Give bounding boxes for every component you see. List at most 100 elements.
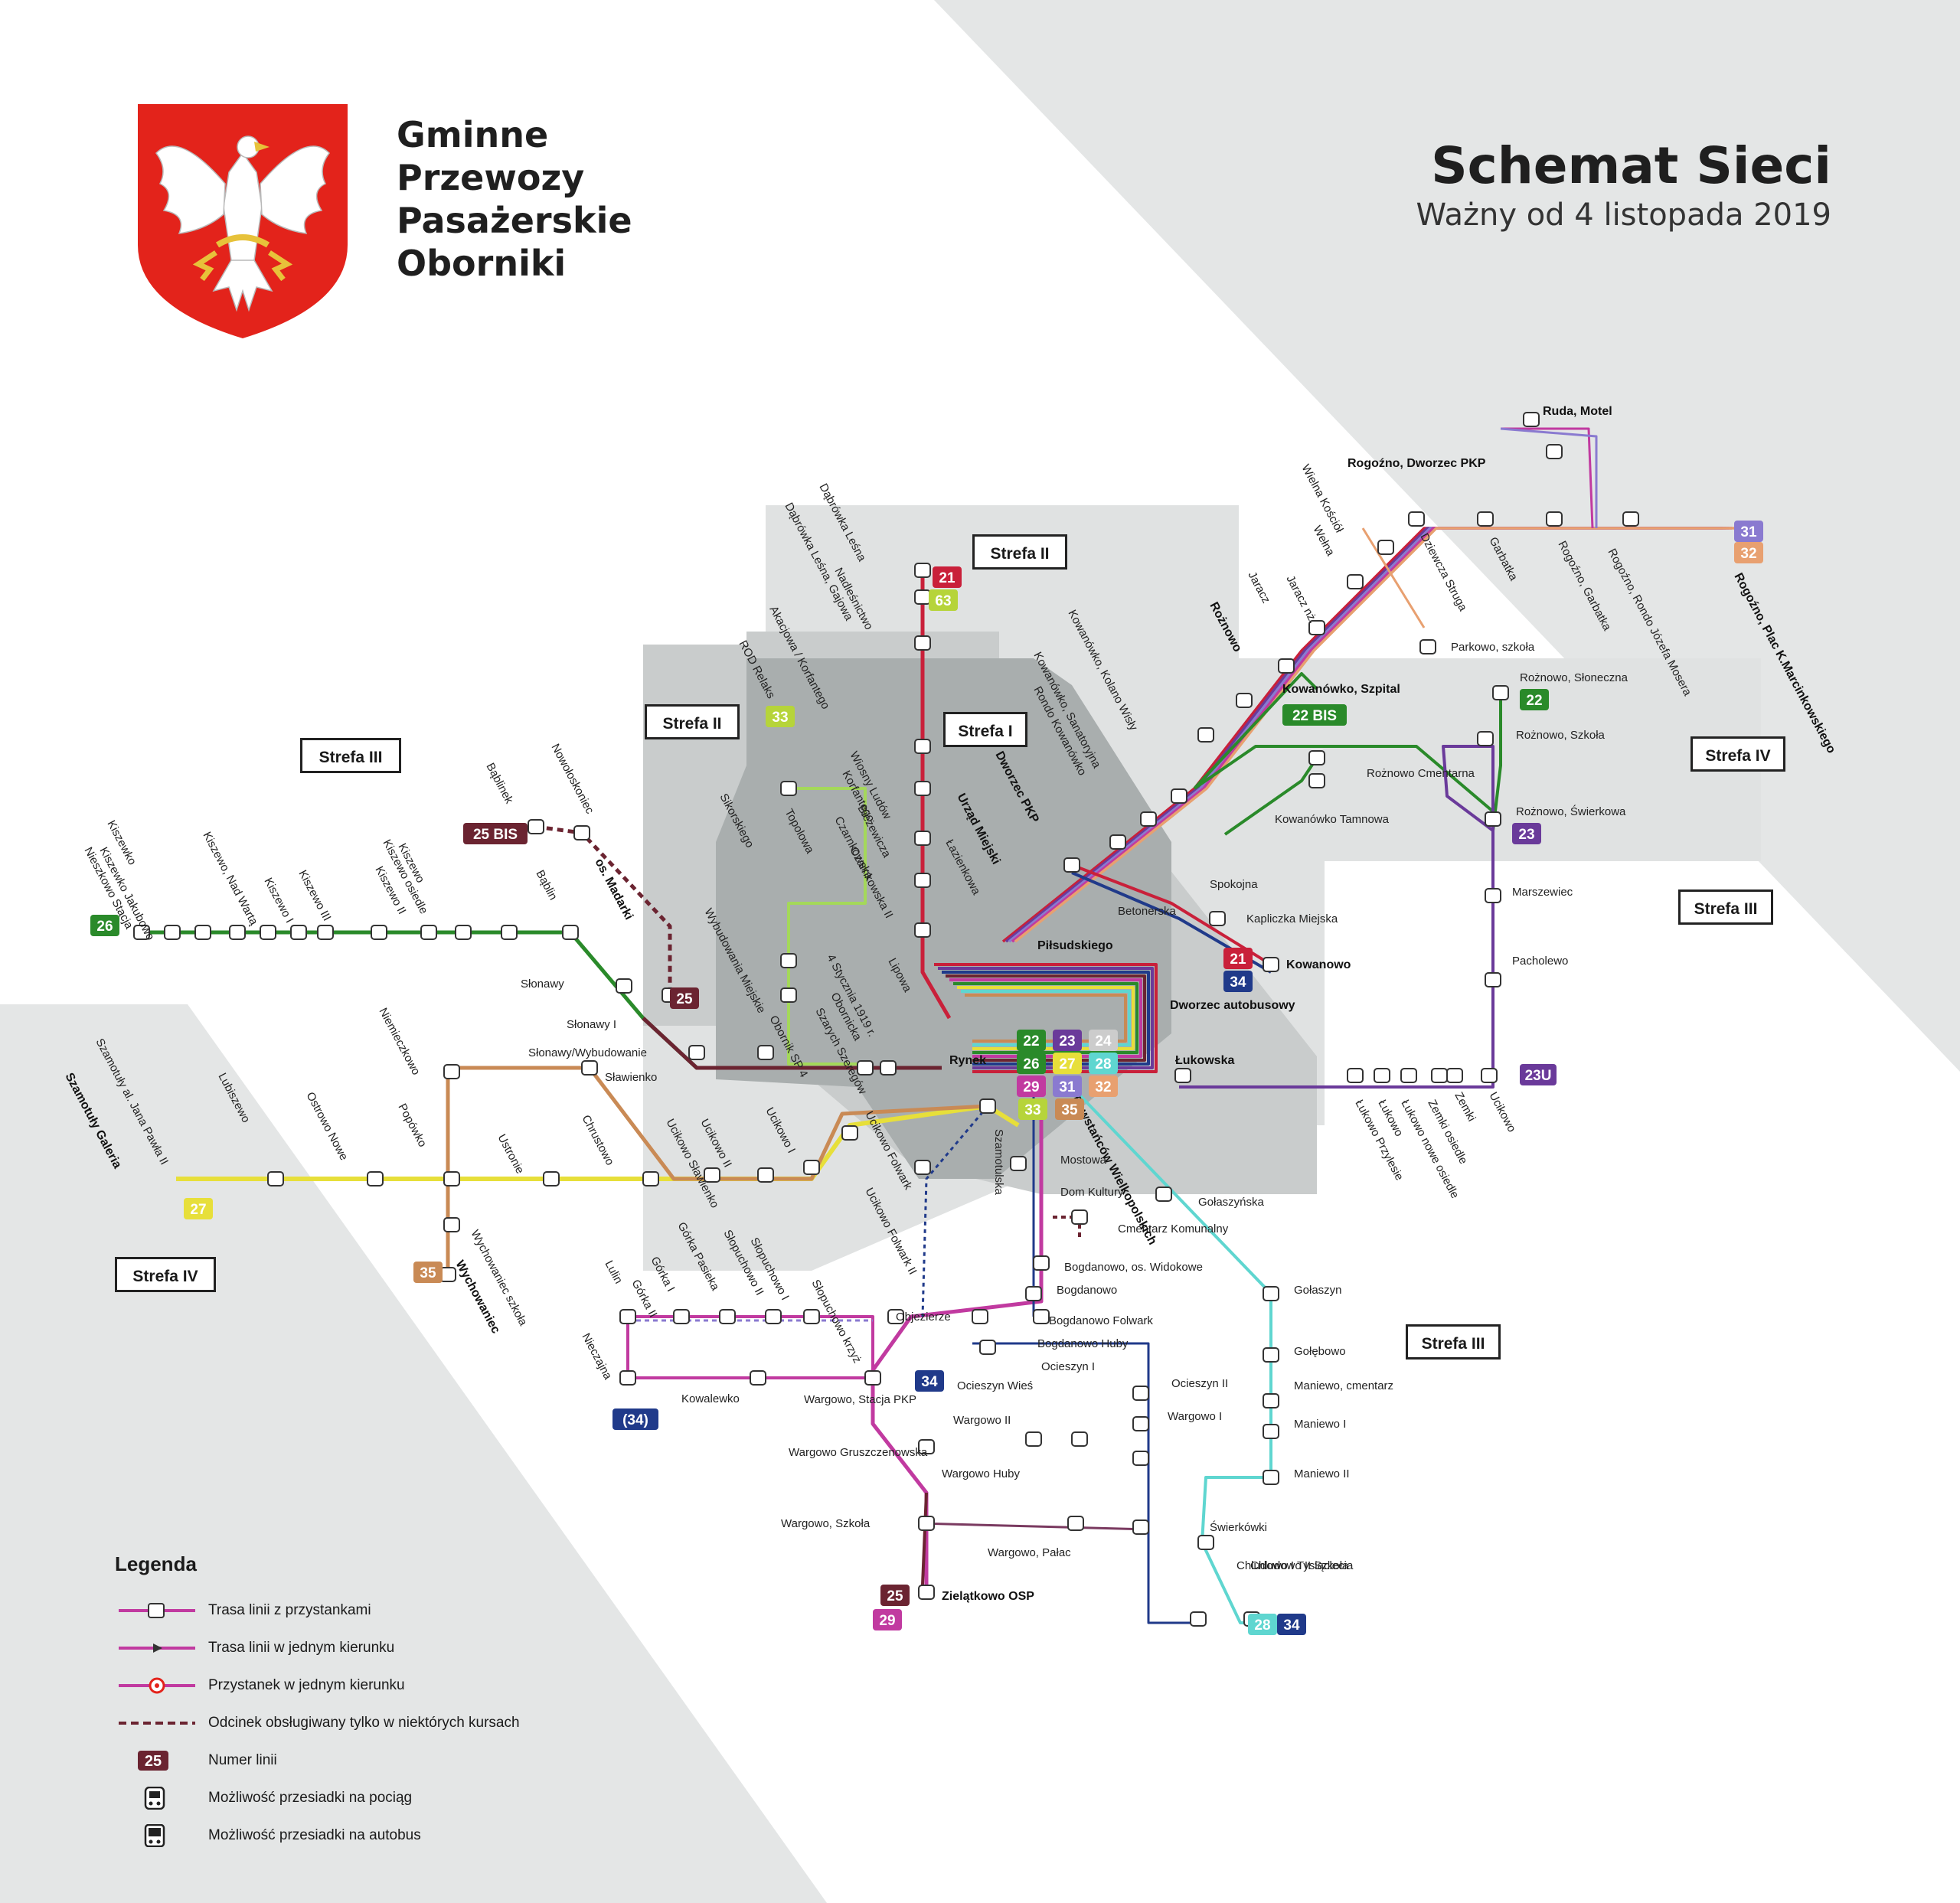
map-title: Schemat Sieci [1431, 136, 1831, 195]
stop-marker [1546, 511, 1563, 527]
legend-item: Trasa linii w jednym kierunku [115, 1629, 520, 1666]
route-line [1361, 527, 1426, 628]
stop-label: Lipowa [885, 956, 914, 995]
line-badge-number: 24 [1095, 1033, 1112, 1049]
stop-label: Dworzec PKP [992, 749, 1041, 825]
stop-label: Marszewiec [1512, 886, 1573, 899]
line-badge-number: 25 BIS [473, 827, 518, 843]
line-badge [933, 566, 962, 588]
line-badge [612, 1408, 658, 1430]
stop-label: Jaracz nż. [1283, 573, 1319, 625]
stop-marker [1492, 685, 1509, 700]
stop-marker [642, 1171, 659, 1187]
line-badge-number: 27 [190, 1202, 206, 1218]
stop-marker [1347, 1068, 1364, 1083]
stop-label: Wargowo II [953, 1414, 1011, 1427]
line-badge [1017, 1030, 1046, 1051]
stop-label: Rynek [949, 1054, 986, 1067]
stop-label: Czarnkowska II [847, 845, 895, 921]
stop-marker [1485, 972, 1501, 987]
line-badge [1089, 1076, 1118, 1097]
legend-text: Trasa linii w jednym kierunku [208, 1639, 395, 1656]
stop-label: Kapliczka Miejska [1246, 912, 1338, 925]
stop-marker [1419, 639, 1436, 654]
stop-label: os. Madarki [592, 857, 635, 922]
legend-item: Możliwość przesiadki na pociąg [115, 1779, 520, 1816]
line-badge-number: 25 [887, 1588, 903, 1604]
stop-label: Chrustowo [579, 1113, 616, 1167]
line-badge-number: 33 [772, 710, 788, 726]
stop-marker [857, 1060, 874, 1076]
stop-label: Rogoźno, Dworzec PKP [1348, 457, 1486, 470]
stop-marker [1140, 811, 1157, 827]
stop-label: Bąblinek [483, 761, 515, 806]
stop-marker [229, 925, 246, 940]
stop-marker [1477, 731, 1494, 746]
stop-marker [562, 925, 579, 940]
stop-marker [704, 1167, 720, 1183]
stop-marker [803, 1309, 820, 1324]
oborniki-crest [138, 104, 348, 338]
stop-label: Kiszewo, Nad Wartą [200, 830, 260, 928]
stop-marker [616, 978, 632, 994]
stop-marker [260, 925, 276, 940]
stop-label: Kowanówko, Szpital [1282, 683, 1400, 696]
stop-marker [765, 1309, 782, 1324]
line-badge [1520, 689, 1549, 710]
stop-label: Wargowo Huby [942, 1467, 1020, 1480]
stop-marker [1263, 1470, 1279, 1485]
stop-label: Wargowo I [1168, 1410, 1222, 1423]
zone-box-2: Strefa II [645, 704, 740, 739]
stop-marker [673, 1309, 690, 1324]
line-badge-number: 34 [1283, 1617, 1300, 1634]
stop-label: Szamotulska [992, 1129, 1005, 1196]
stop-label: Wargowo, Stacja PKP [804, 1393, 916, 1406]
line-badge-number: 35 [1061, 1102, 1078, 1118]
stop-label: Pacholewo [1512, 955, 1568, 968]
stop-label: Maniewo II [1294, 1467, 1350, 1480]
stop-marker [1132, 1416, 1149, 1431]
stop-marker [1485, 811, 1501, 827]
line-badge [1018, 1098, 1047, 1120]
zone-box-1: Strefa II [972, 534, 1067, 570]
stop-label: Lubiszewo [215, 1071, 252, 1125]
stop-marker [1408, 511, 1425, 527]
stop-label: Topolowa [782, 807, 816, 857]
legend-text: Numer linii [208, 1751, 277, 1768]
line-badge [1223, 971, 1253, 992]
route-line [1014, 527, 1735, 943]
line-badge-number: 25 [676, 991, 693, 1007]
stop-marker [1174, 1068, 1191, 1083]
line-badge [915, 1370, 944, 1392]
stop-label: Nowołoskoniec [548, 742, 596, 816]
stop-label: Dom Kultury [1060, 1186, 1124, 1199]
dashed-segment-symbol [119, 1721, 195, 1725]
stop-marker [750, 1370, 766, 1386]
line-badge [670, 987, 699, 1009]
stop-marker [914, 873, 931, 888]
stop-marker [1263, 1286, 1279, 1301]
zone-box-8: Strefa III [1406, 1324, 1501, 1360]
line-badge [1089, 1053, 1118, 1074]
stop-label: Dworzec autobusowy [1170, 999, 1295, 1012]
stop-marker [1033, 1309, 1050, 1324]
line-badge [1055, 1098, 1084, 1120]
stop-marker [914, 635, 931, 651]
stop-label: Rożnowo Cmentarna [1367, 767, 1475, 780]
stop-label: Mostowa [1060, 1154, 1107, 1167]
line-badge [413, 1262, 443, 1283]
stop-marker [979, 1340, 996, 1355]
stop-label: Kiszewo III [296, 868, 333, 923]
stop-label: Dąbrówka Leśna [816, 481, 868, 564]
stop-label: Maniewo I [1294, 1418, 1346, 1431]
stop-label: Zemki [1452, 1090, 1478, 1124]
stop-marker [619, 1309, 636, 1324]
stop-marker [1010, 1156, 1027, 1171]
line-badge [1512, 823, 1541, 844]
org-line-3: Pasażerskie [397, 200, 632, 241]
stop-marker [1278, 658, 1295, 674]
route-line [921, 1105, 989, 1317]
stop-marker [194, 925, 211, 940]
